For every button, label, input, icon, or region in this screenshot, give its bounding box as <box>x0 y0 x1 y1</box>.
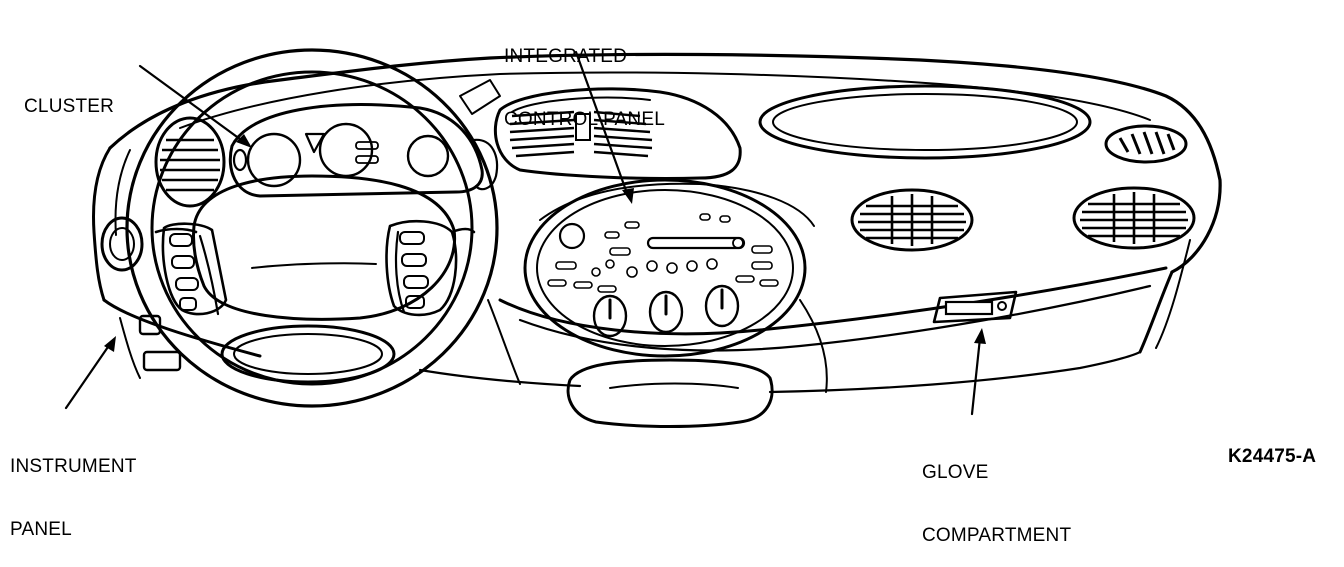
leader-integrated-control-panel <box>574 50 630 198</box>
label-integrated-line-2: CONTROL PANEL <box>504 109 665 130</box>
label-integrated-control-panel: INTEGRATED CONTROL PANEL <box>504 4 665 151</box>
figure-id: K24475-A <box>1228 446 1317 467</box>
steering-wheel <box>125 48 499 408</box>
leader-lines <box>64 50 986 416</box>
passenger-vent-left <box>850 188 974 252</box>
label-glove-line-2: COMPARTMENT <box>922 525 1072 546</box>
label-glove-line-1: GLOVE <box>922 462 989 483</box>
center-vent <box>459 79 742 181</box>
side-demister <box>1104 124 1188 164</box>
arrowhead-cluster <box>236 134 252 148</box>
arrowhead-glove-compartment <box>974 328 986 344</box>
glove-compartment-latch <box>932 290 1018 324</box>
arrowhead-instrument-panel <box>104 336 116 352</box>
dash-top-panel <box>758 84 1092 160</box>
console-bin <box>566 358 774 428</box>
control-buttons <box>547 213 779 293</box>
label-instrument-line-2: PANEL <box>10 519 72 540</box>
driver-vent <box>100 116 226 379</box>
label-cluster-line-1: CLUSTER <box>24 96 115 117</box>
passenger-vent-right <box>1072 186 1196 250</box>
arrowhead-integrated-control-panel <box>622 188 634 204</box>
leader-cluster <box>138 64 246 144</box>
label-integrated-line-1: INTEGRATED <box>504 46 628 67</box>
label-glove-compartment: GLOVE COMPARTMENT <box>922 420 1071 567</box>
climate-knobs <box>592 284 740 338</box>
leader-instrument-panel <box>64 342 112 410</box>
dashboard-diagram <box>64 48 1222 428</box>
leader-glove-compartment <box>970 336 982 416</box>
label-instrument-line-1: INSTRUMENT <box>10 456 137 477</box>
label-cluster: CLUSTER <box>24 54 114 138</box>
